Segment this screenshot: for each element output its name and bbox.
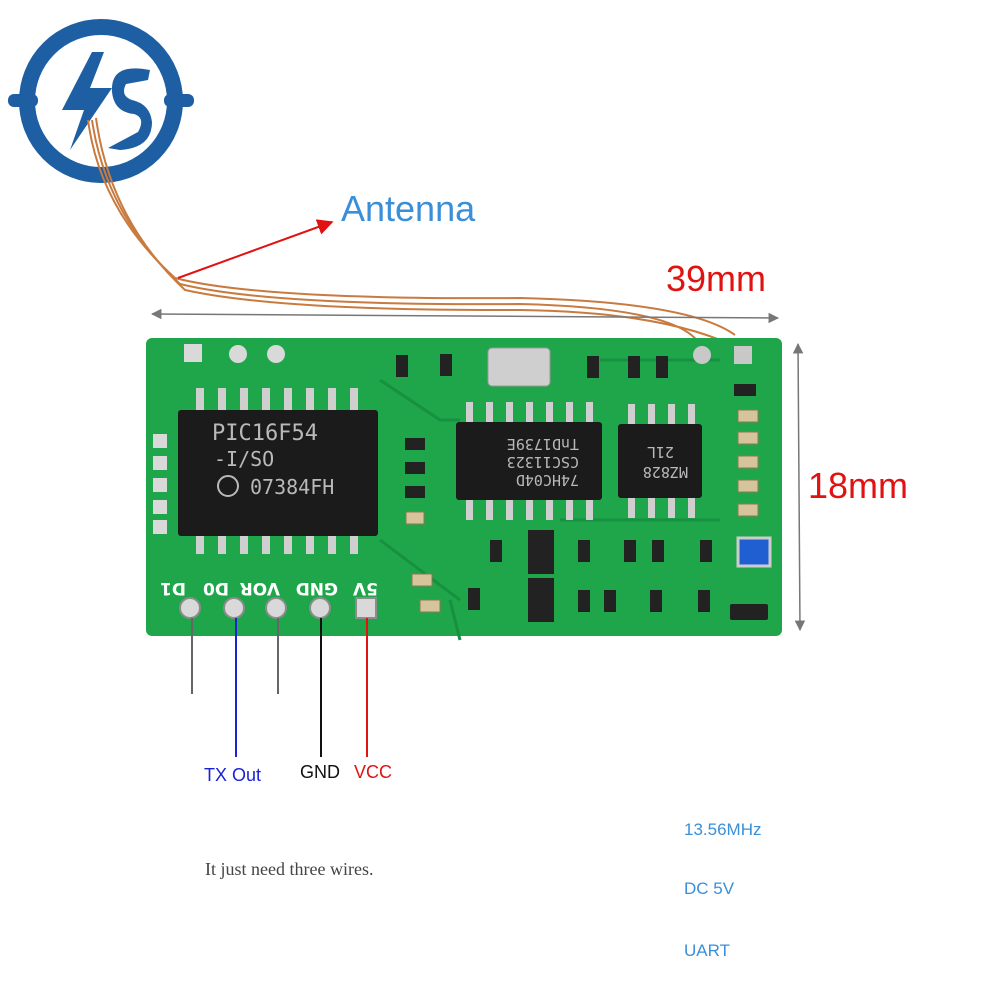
pin-label-d0: D0: [203, 578, 229, 598]
amplifier-chip: [618, 404, 702, 518]
mcu-chip: [178, 388, 378, 554]
mcu-label-line3: 07384FH: [250, 475, 334, 499]
brand-logo: [8, 19, 194, 183]
microchip-logo-icon: [217, 475, 239, 497]
antenna-arrow: [177, 219, 334, 279]
chip3-label-line2: 21L: [647, 443, 674, 461]
pin-label-5v: 5V: [352, 578, 378, 598]
chip3-label-line1: MZ828: [643, 463, 688, 481]
gnd-label: GND: [300, 762, 340, 782]
logic-chip: [456, 402, 602, 520]
pin-label-vor: VOR: [240, 578, 280, 598]
spec-frequency: 13.56MHz: [684, 820, 762, 839]
length-dimension-arrow: [150, 308, 780, 324]
width-label: 18mm: [808, 465, 909, 506]
vcc-label: VCC: [354, 762, 393, 782]
pin-label-d1: D1: [160, 578, 186, 598]
chip2-label-line2: CSC11323: [507, 453, 579, 471]
pin-label-gnd: GND: [296, 578, 338, 598]
wiring-note: It just need three wires.: [205, 859, 374, 879]
header-pins: [179, 597, 377, 619]
width-dimension-arrow: [792, 342, 806, 632]
mcu-label-line1: PIC16F54: [212, 421, 318, 446]
chip2-label-line1: 74HC04D: [516, 471, 579, 489]
spec-interface: UART: [684, 941, 730, 960]
spec-power: DC 5V: [684, 879, 735, 898]
tx-out-label: TX Out: [204, 765, 262, 785]
antenna-label: Antenna: [341, 188, 476, 229]
length-label: 39mm: [666, 258, 767, 299]
mcu-label-line2: -I/SO: [214, 447, 274, 471]
chip2-label-line3: TnD1739E: [507, 435, 579, 453]
